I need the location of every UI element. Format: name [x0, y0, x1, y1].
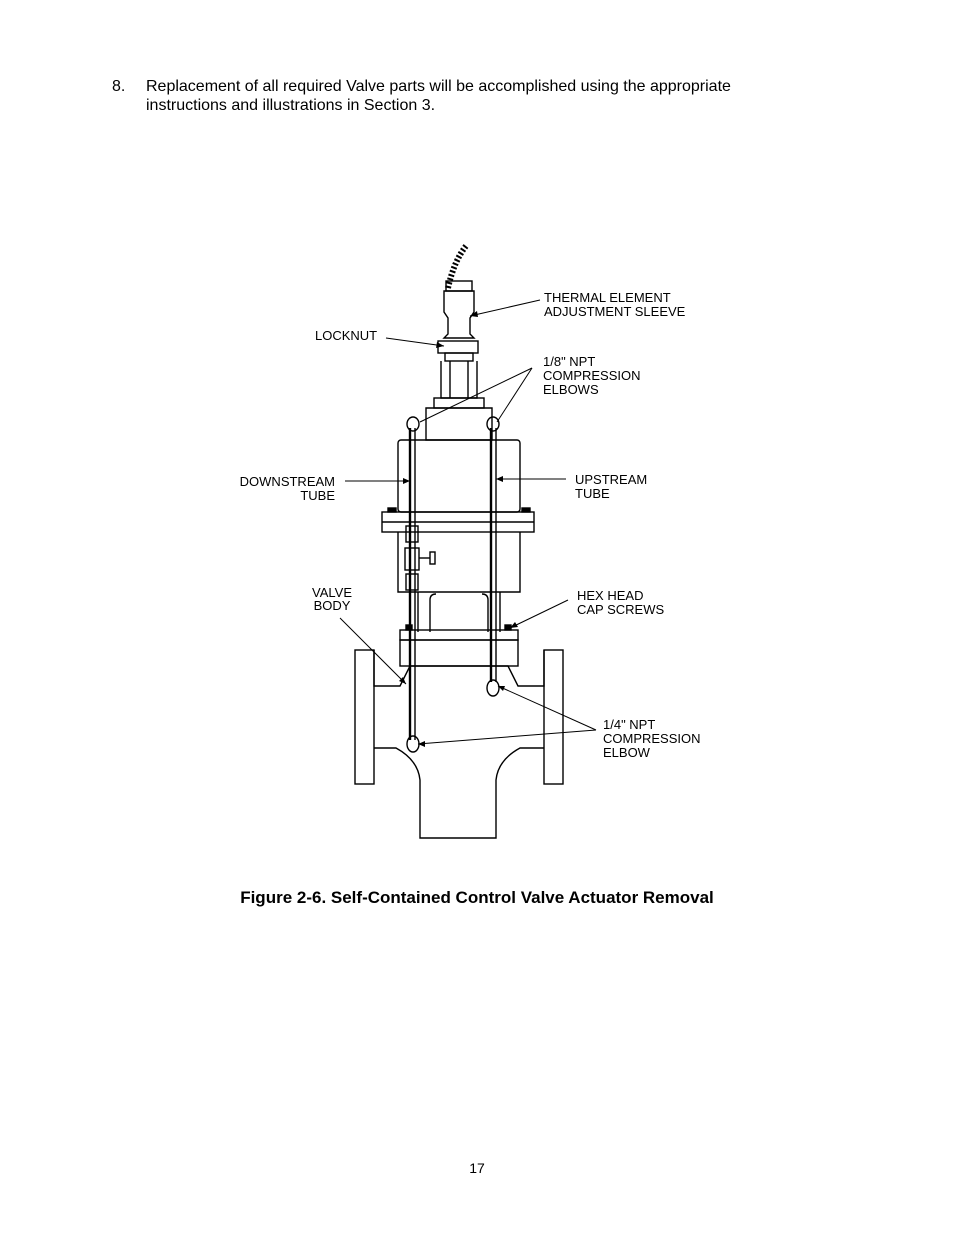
leader-lines [339, 299, 597, 745]
label-thermal-1: THERMAL ELEMENT [544, 290, 671, 305]
leader-npt14-lower [417, 729, 597, 745]
label-upstream-2: TUBE [575, 486, 610, 501]
step-number: 8. [112, 78, 126, 95]
bonnet-neck [440, 361, 478, 399]
page-number: 17 [469, 1160, 485, 1176]
leader-arrowheads [399, 311, 518, 747]
label-upstream-1: UPSTREAM [575, 472, 647, 487]
leader-npt18-left [419, 367, 533, 423]
leader-npt14-upper [497, 685, 597, 731]
elbow-18-right [486, 416, 500, 432]
label-npt14-2: COMPRESSION [603, 731, 701, 746]
leader-hex [509, 599, 569, 629]
locknut-base [444, 352, 474, 362]
valve-drawing [354, 244, 564, 839]
arrowhead [403, 478, 410, 484]
actuator-lower [397, 532, 521, 593]
arrowhead [399, 677, 406, 684]
yoke [417, 592, 501, 632]
label-locknut: LOCKNUT [315, 328, 377, 343]
bolt-right [521, 507, 531, 513]
arrowhead [436, 342, 444, 348]
bolt-left [387, 507, 397, 513]
label-downstream-2: TUBE [300, 488, 335, 503]
label-npt14-3: ELBOW [603, 745, 651, 760]
fitting-lower [405, 573, 419, 591]
label-npt18-3: ELBOWS [543, 382, 599, 397]
end-flange-right [543, 649, 564, 785]
label-hex-2: CAP SCREWS [577, 602, 664, 617]
label-thermal-2: ADJUSTMENT SLEEVE [544, 304, 686, 319]
label-valve-body-1: VALVE [312, 585, 352, 600]
elbow-14-upper [486, 679, 500, 697]
label-npt18-1: 1/8" NPT [543, 354, 595, 369]
label-valve-body-2: BODY [314, 598, 351, 613]
arrowhead [510, 622, 518, 628]
figure-caption: Figure 2-6. Self-Contained Control Valve… [240, 888, 714, 907]
locknut-shape [437, 340, 479, 354]
elbow-18-left [406, 416, 420, 432]
arrowhead [470, 311, 478, 317]
step-text: Replacement of all required Valve parts … [146, 78, 731, 114]
label-npt14-1: 1/4" NPT [603, 717, 655, 732]
leader-valve-body [339, 617, 407, 685]
label-hex-1: HEX HEAD [577, 588, 643, 603]
arrowhead [496, 476, 503, 482]
actuator-upper [397, 439, 521, 513]
valve-body-lower [374, 747, 544, 839]
label-npt18-2: COMPRESSION [543, 368, 641, 383]
end-flange-left [354, 649, 375, 785]
arrowhead [498, 686, 505, 691]
arrowhead [418, 741, 425, 747]
leader-locknut [385, 337, 445, 347]
fitting-upper [405, 525, 419, 543]
bonnet-body [425, 407, 493, 441]
leader-npt18-right [496, 367, 533, 423]
valve-handle [429, 551, 436, 565]
callout-labels: THERMAL ELEMENT ADJUSTMENT SLEEVE LOCKNU… [240, 290, 701, 760]
valve-body-upper [373, 650, 545, 687]
adjustment-sleeve [442, 290, 476, 339]
body-flange [399, 639, 519, 667]
leader-thermal [469, 299, 541, 317]
label-downstream-1: DOWNSTREAM [240, 474, 335, 489]
needle-valve [404, 547, 420, 571]
elbow-14-lower [406, 735, 420, 753]
capillary-coil [445, 244, 469, 289]
